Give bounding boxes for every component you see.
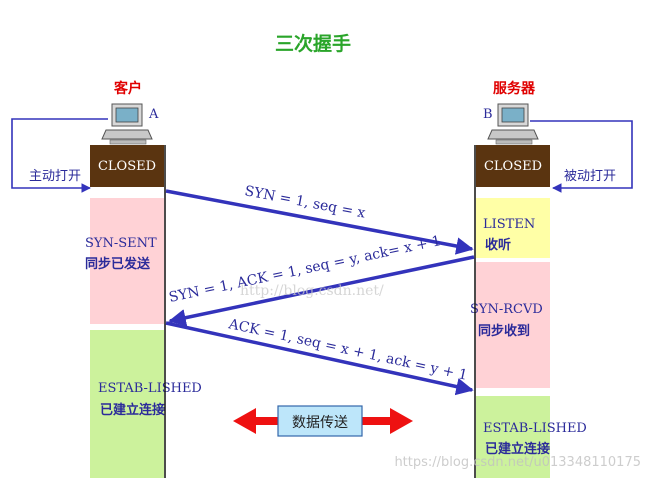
active-open-arrow (11, 118, 108, 193)
server-syn-rcvd-box (476, 262, 550, 388)
data-transfer-label: 数据传送 (292, 415, 348, 431)
server-listen-en: LISTEN (483, 217, 535, 232)
client-established-en: ESTAB-LISHED (98, 381, 202, 396)
client-label: 客户 (113, 80, 142, 97)
server-listen-zh: 收听 (485, 237, 511, 253)
active-open-label: 主动打开 (29, 169, 81, 184)
data-transfer-box (277, 405, 363, 437)
syn-ack-arrow (168, 255, 475, 327)
diagram-title: 三次握手 (275, 32, 351, 55)
client-host-letter: A (148, 107, 159, 122)
server-listen-box (476, 198, 550, 258)
server-computer-icon (487, 103, 539, 145)
client-closed-box (90, 145, 164, 187)
client-syn-sent-en: SYN-SENT (85, 236, 157, 251)
passive-open-arrow (530, 120, 633, 193)
server-label: 服务器 (493, 80, 536, 97)
server-syn-rcvd-zh: 同步收到 (478, 323, 530, 339)
client-syn-sent-zh: 同步已发送 (85, 256, 151, 272)
watermark-center: http://blog.csdn.net/ (240, 283, 384, 299)
watermark-bottom: https://blog.csdn.net/u013348110175 (394, 455, 641, 470)
client-computer-icon (101, 103, 153, 145)
server-established-zh: 已建立连接 (485, 441, 550, 457)
client-syn-sent-box (90, 198, 164, 324)
passive-open-label: 被动打开 (564, 169, 616, 184)
server-syn-rcvd-en: SYN-RCVD (470, 302, 543, 317)
ack-arrow (165, 321, 474, 396)
client-established-zh: 已建立连接 (100, 402, 165, 418)
syn-arrow (165, 189, 474, 255)
server-established-en: ESTAB-LISHED (483, 421, 587, 436)
ack-message: ACK = 1, seq = x + 1, ack = y + 1 (226, 316, 469, 384)
server-closed-box (476, 145, 550, 187)
client-established-box (90, 330, 164, 478)
server-closed-label: CLOSED (484, 159, 542, 174)
server-host-letter: B (483, 107, 493, 122)
server-established-box (476, 396, 550, 478)
client-closed-label: CLOSED (98, 159, 156, 174)
